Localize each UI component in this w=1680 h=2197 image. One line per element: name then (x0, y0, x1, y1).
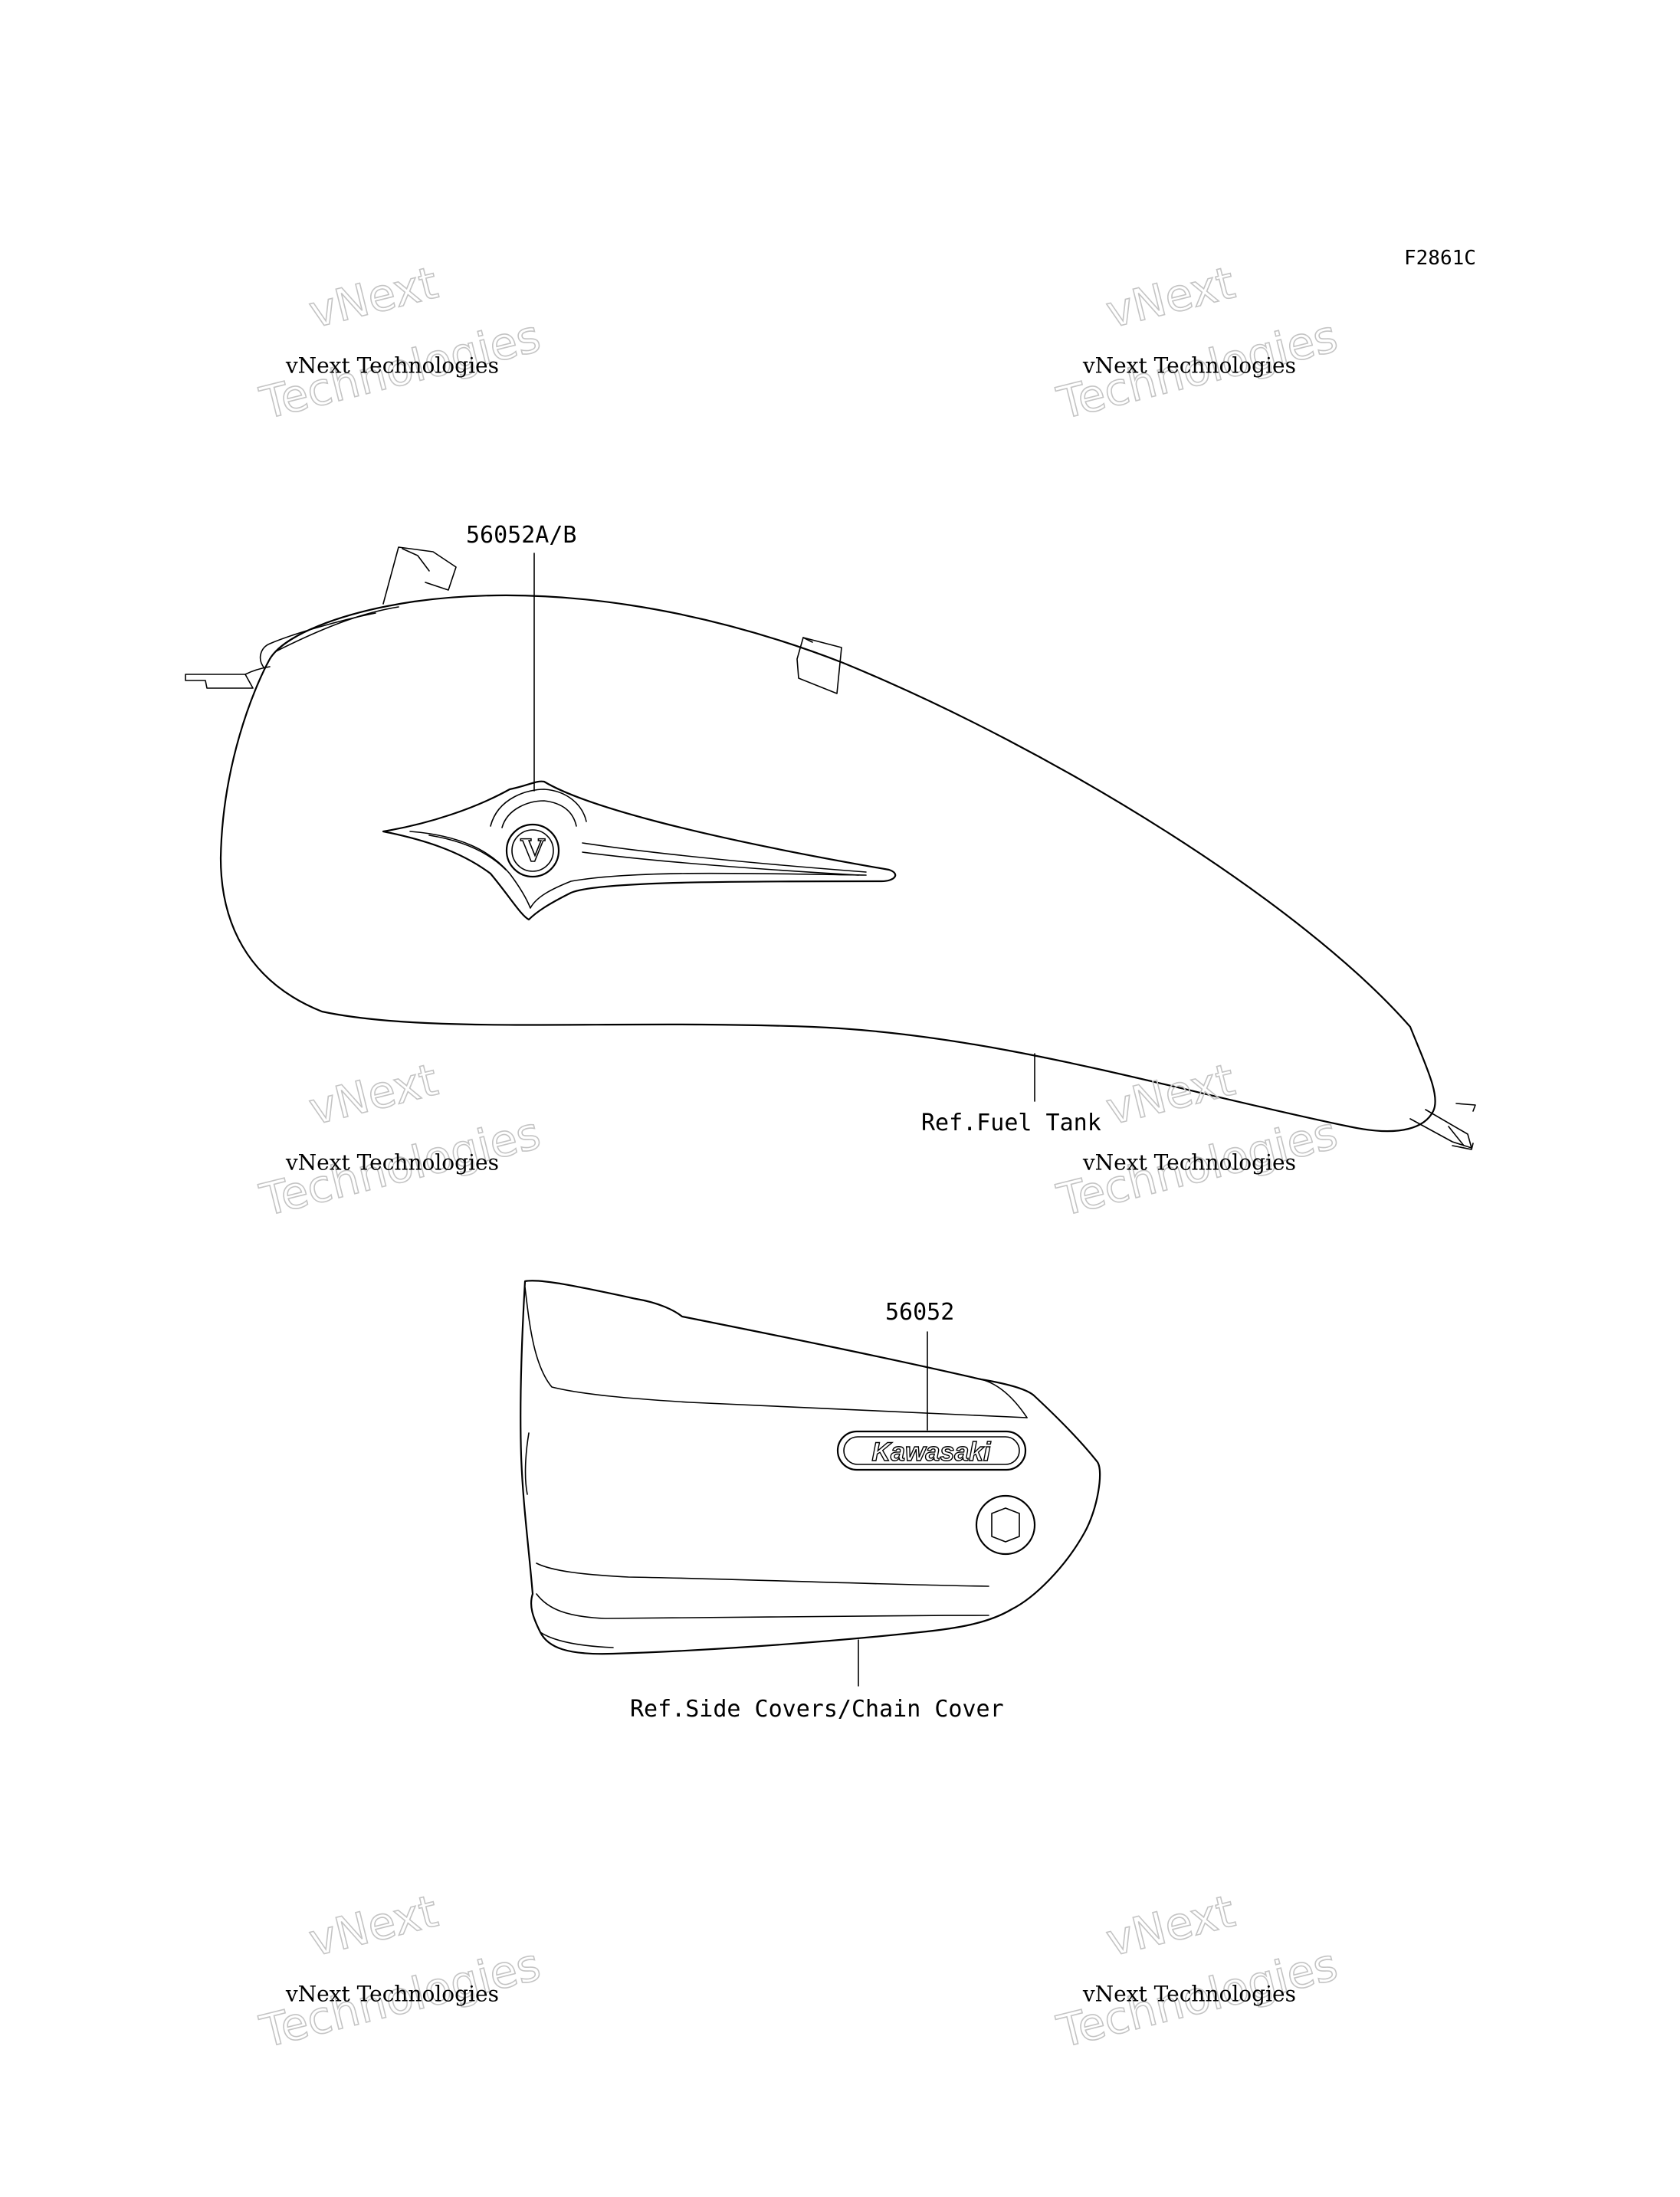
watermark-3: vNext Technologies vNext Technologies (254, 1053, 546, 1228)
watermark-2: vNext Technologies vNext Technologies (1052, 256, 1344, 431)
watermark-caption: vNext Technologies (285, 353, 499, 379)
watermark-line1: vNext (1101, 1885, 1240, 1967)
callout-cover-emblem: 56052 (885, 1299, 954, 1431)
callout-label-tank-emblem: 56052A/B (466, 522, 577, 549)
watermark-caption: vNext Technologies (1082, 1150, 1296, 1176)
watermark-1: vNext Technologies vNext Technologies (254, 256, 546, 431)
cover-emblem: Kawasaki (836, 1430, 1027, 1471)
figure-code: F2861C (1404, 247, 1476, 270)
watermark-caption: vNext Technologies (1082, 353, 1296, 379)
watermark-5: vNext Technologies vNext Technologies (254, 1884, 546, 2059)
watermark-line1: vNext (304, 1885, 443, 1967)
watermark-line1: vNext (1101, 257, 1240, 339)
callout-tank-emblem: 56052A/B (466, 522, 577, 792)
callout-label-cover-emblem: 56052 (885, 1299, 954, 1326)
tank-emblem-letter: V (520, 833, 545, 869)
watermark-caption: vNext Technologies (1082, 1982, 1296, 2007)
side-cover-drawing (520, 1280, 1101, 1655)
callout-label-fuel-tank: Ref.Fuel Tank (921, 1110, 1101, 1136)
callout-label-side-cover: Ref.Side Covers/Chain Cover (630, 1696, 1004, 1723)
callout-fuel-tank: Ref.Fuel Tank (921, 1053, 1101, 1136)
cover-emblem-brand: Kawasaki (872, 1438, 993, 1467)
watermark-caption: vNext Technologies (285, 1982, 499, 2007)
watermark-line1: vNext (304, 1054, 443, 1136)
watermark-line1: vNext (304, 257, 443, 339)
callout-side-cover: Ref.Side Covers/Chain Cover (630, 1639, 1004, 1723)
watermark-6: vNext Technologies vNext Technologies (1052, 1884, 1344, 2059)
tank-emblem: V (382, 780, 897, 921)
fuel-tank-drawing (185, 546, 1476, 1150)
watermark-caption: vNext Technologies (285, 1150, 499, 1176)
watermark-line1: vNext (1101, 1054, 1240, 1136)
